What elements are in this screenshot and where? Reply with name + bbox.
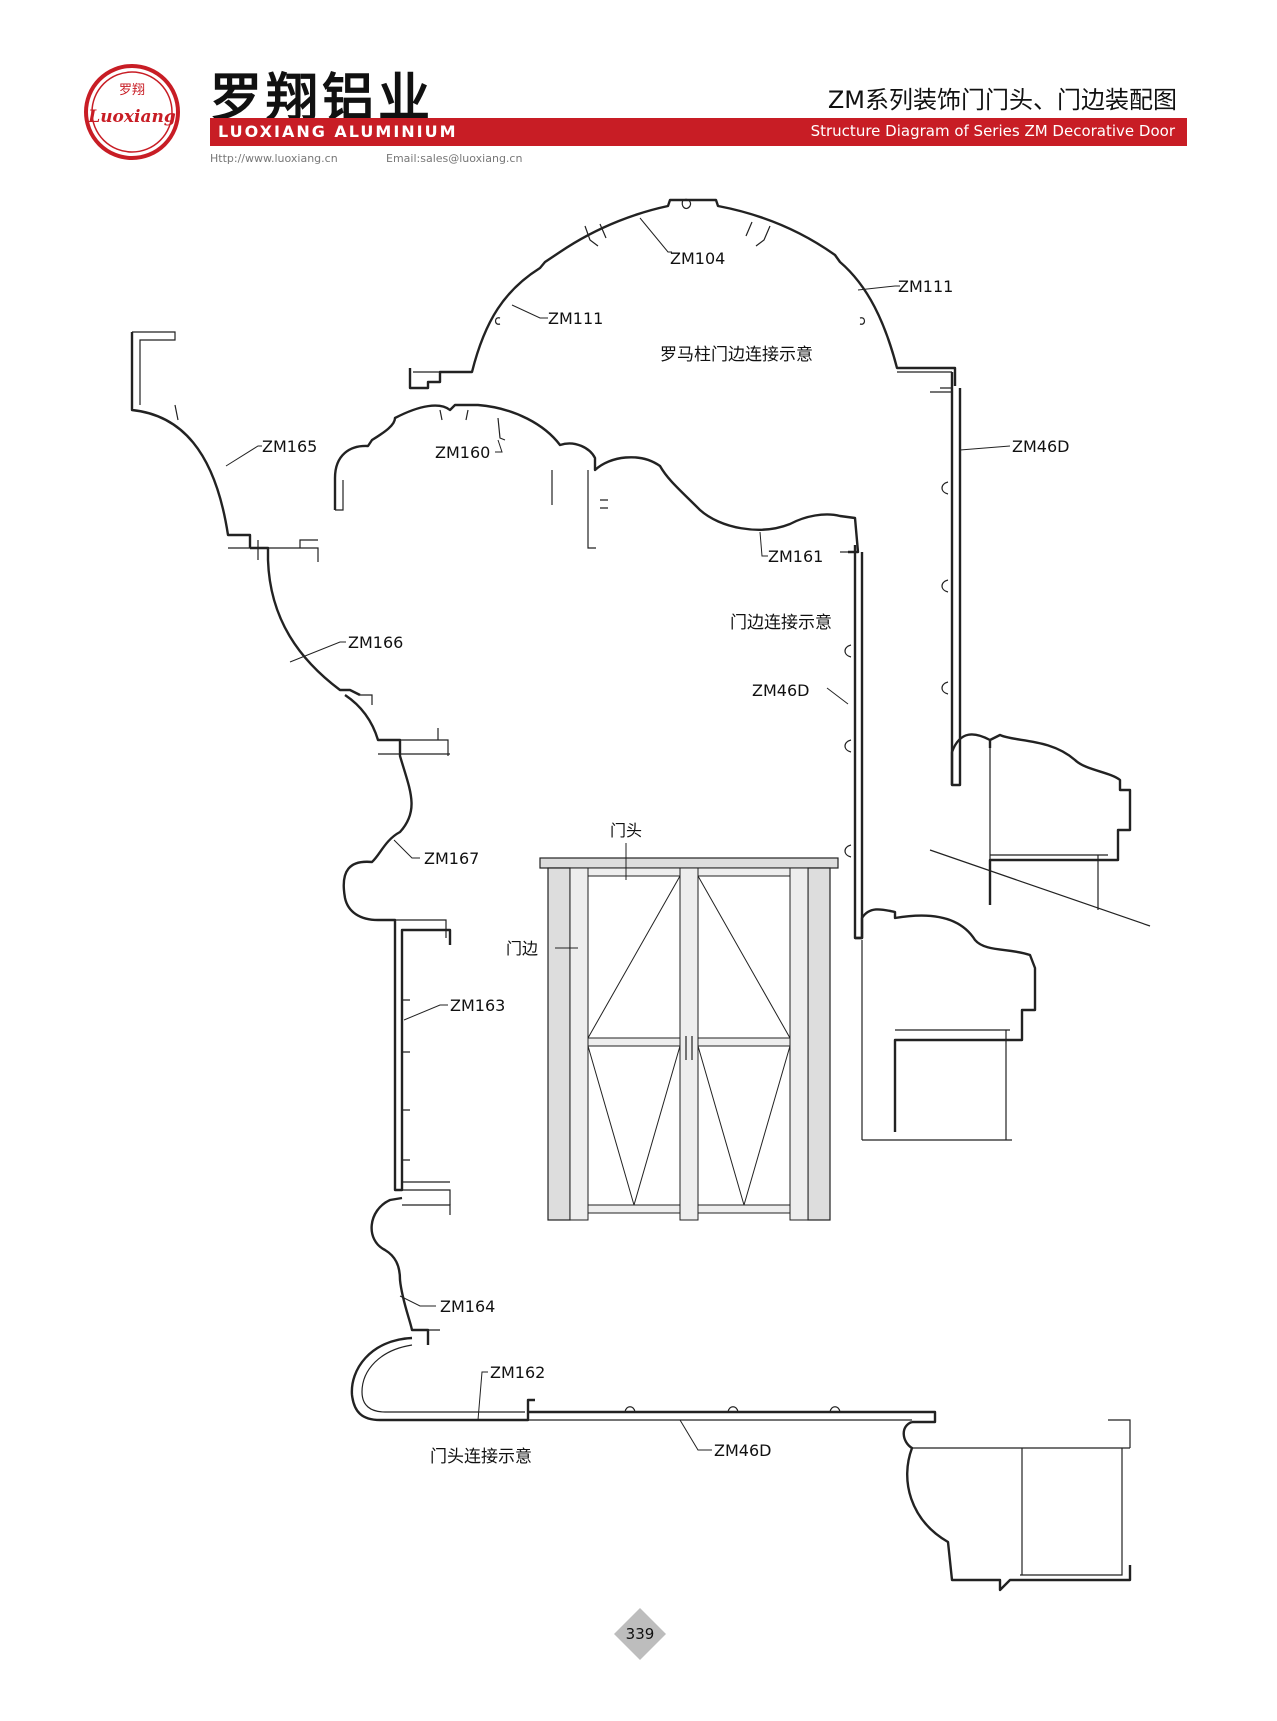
svg-text:Luoxiang: Luoxiang (87, 107, 176, 127)
label-zm162: ZM162 (490, 1363, 545, 1382)
brand-name-en: LUOXIANG ALUMINIUM (218, 122, 458, 141)
profile-zm46d-roman (950, 372, 962, 787)
door-head-assembly (130, 331, 1132, 1592)
website-link[interactable]: Http://www.luoxiang.cn (210, 152, 338, 165)
page-title-cn: ZM系列装饰门门头、门边装配图 (827, 86, 1177, 114)
page-title-en: Structure Diagram of Series ZM Decorativ… (810, 122, 1175, 140)
header-red-bar: LUOXIANG ALUMINIUM Structure Diagram of … (210, 118, 1187, 146)
label-zm167: ZM167 (424, 849, 479, 868)
roman-column-assembly (408, 198, 1151, 927)
profile-zm111-zm104-arch (408, 198, 957, 390)
label-zm164: ZM164 (440, 1297, 495, 1316)
door-elevation (539, 857, 839, 1221)
door-leaf-section-right (950, 733, 1132, 905)
label-zm160: ZM160 (435, 443, 490, 462)
profile-zm163 (393, 928, 452, 1192)
caption-roman-column: 罗马柱门边连接示意 (660, 345, 813, 365)
profile-zm166 (250, 546, 361, 697)
luoxiang-logo: 罗翔 Luoxiang (84, 64, 180, 160)
door-leaf-section-bottom (902, 1420, 1132, 1592)
label-zm111-right: ZM111 (898, 277, 953, 296)
caption-door-head: 门头连接示意 (430, 1447, 532, 1467)
leader-lines (225, 217, 1011, 1451)
email-link[interactable]: Email:sales@luoxiang.cn (386, 152, 523, 165)
label-zm163: ZM163 (450, 996, 505, 1015)
profile-zm46d-bottom (528, 1410, 937, 1424)
label-zm111-left: ZM111 (548, 309, 603, 328)
door-side-assembly (333, 403, 1037, 1141)
profile-zm165 (130, 332, 252, 548)
label-zm166: ZM166 (348, 633, 403, 652)
label-zm165: ZM165 (262, 437, 317, 456)
labels: ZM104 ZM111 ZM111 ZM46D ZM160 ZM161 ZM46… (262, 249, 1069, 1467)
profile-zm167 (342, 694, 413, 930)
label-zm46d-top: ZM46D (1012, 437, 1069, 456)
label-zm104: ZM104 (670, 249, 725, 268)
label-zm161: ZM161 (768, 547, 823, 566)
label-zm46d-bottom: ZM46D (714, 1441, 771, 1460)
svg-text:罗翔: 罗翔 (119, 83, 145, 98)
page-number-badge: 339 (614, 1608, 666, 1660)
profile-zm164 (370, 1196, 430, 1345)
page-number: 339 (626, 1625, 655, 1643)
profile-zm162 (350, 1336, 535, 1422)
caption-door-side: 门边连接示意 (730, 613, 832, 633)
label-zm46d-mid: ZM46D (752, 681, 809, 700)
label-door-head: 门头 (610, 821, 642, 840)
profile-zm46d-mid (853, 545, 864, 940)
label-door-side: 门边 (506, 939, 538, 958)
door-leaf-section-mid (855, 908, 1037, 1132)
profile-zm160-zm161 (333, 403, 860, 554)
